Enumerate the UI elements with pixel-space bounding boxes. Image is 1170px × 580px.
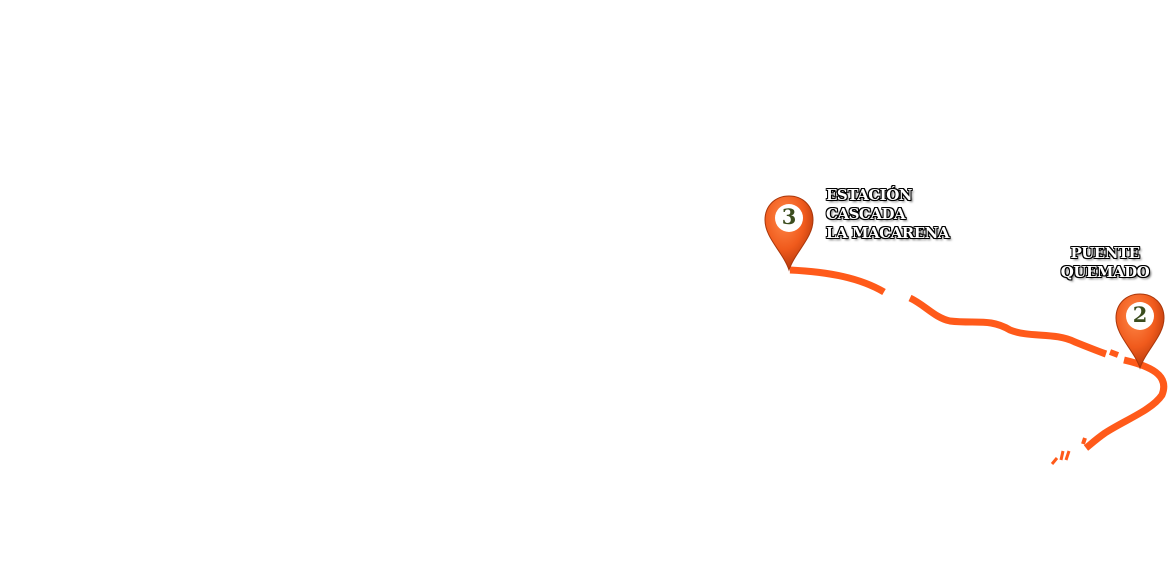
- map-pin-icon[interactable]: 2: [1114, 292, 1166, 370]
- route-segment: [789, 266, 886, 296]
- place-label-line: PUENTE: [1070, 244, 1140, 262]
- pin-shape-icon: [764, 195, 814, 272]
- route-segment: [1083, 356, 1168, 451]
- place-label-line: CASCADA: [826, 205, 906, 223]
- route-fragment: [1081, 437, 1087, 445]
- marker-number: 3: [781, 204, 797, 229]
- place-label-line: LA MACARENA: [826, 224, 949, 242]
- place-label-line: QUEMADO: [1060, 263, 1150, 281]
- route-fragment: [1064, 450, 1071, 461]
- place-label-estacion-cascada: ESTACIÓN CASCADA LA MACARENA: [826, 186, 949, 243]
- place-label-puente-quemado: PUENTE QUEMADO: [1050, 244, 1160, 282]
- place-label-line: ESTACIÓN: [826, 186, 912, 204]
- route-segment: [908, 294, 1108, 358]
- map-pin-icon[interactable]: 3: [763, 194, 815, 272]
- route-fragment: [1050, 457, 1059, 465]
- route-segment: [1108, 349, 1120, 358]
- route-fragment: [1059, 450, 1065, 461]
- marker-number: 2: [1132, 302, 1148, 327]
- pin-shape-icon: [1115, 293, 1165, 370]
